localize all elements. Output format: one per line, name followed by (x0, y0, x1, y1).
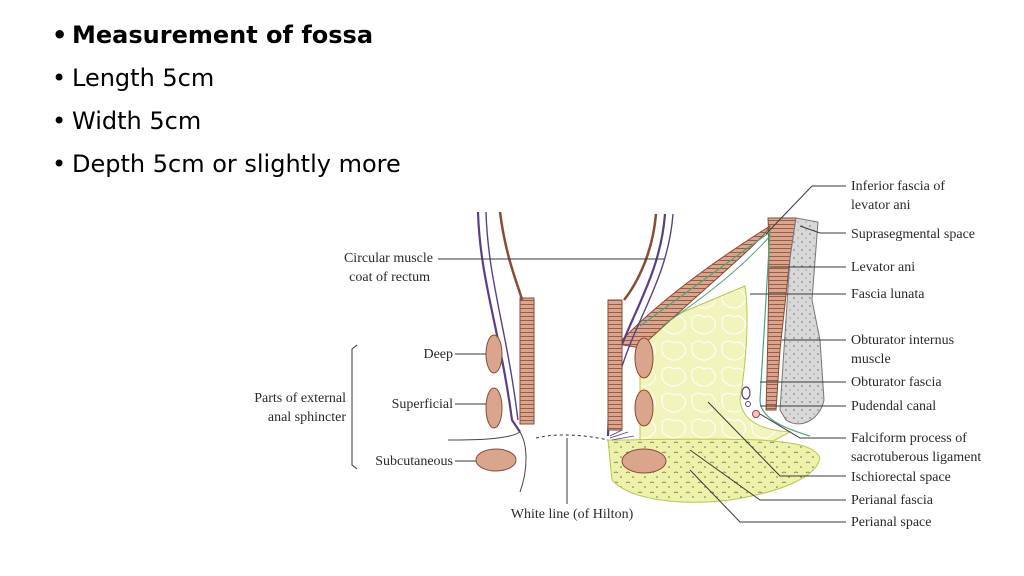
bullet-item: •Length 5cm (52, 64, 215, 92)
ischiorectal-fat (639, 285, 792, 449)
green-fascia-line (639, 230, 811, 437)
bullet-list: •Measurement of fossa •Length 5cm •Width… (52, 14, 401, 186)
label-parts-external: Parts of external (254, 391, 346, 406)
label-superficial: Superficial (392, 397, 454, 412)
leader-lines (351, 185, 846, 523)
anal-verge-fibres (609, 429, 635, 441)
subcutaneous-sphincter (475, 448, 517, 472)
superficial-sphincter-right (634, 389, 654, 427)
deep-sphincter (485, 334, 503, 374)
right-labels: Inferior fascia of levator ani Suprasegm… (851, 179, 981, 530)
bullet-text: Measurement of fossa (72, 21, 374, 49)
label-falciform: Falciform process of (851, 431, 967, 446)
anal-canal-skin-line (535, 434, 609, 441)
label-obturator-internus: Obturator internus (851, 333, 954, 348)
label-ischiorectal: Ischiorectal space (851, 470, 951, 485)
right-rectal-wall (606, 213, 674, 437)
label-deep: Deep (423, 347, 453, 362)
label-perianal-fascia: Perianal fascia (851, 493, 934, 508)
label-circular-muscle-2: coat of rectum (349, 270, 430, 285)
bullet-text: Length 5cm (72, 64, 215, 92)
pudendal-canal-vessels (741, 386, 760, 418)
label-white-line: White line (of Hilton) (511, 507, 634, 522)
bullet-item: •Measurement of fossa (52, 21, 374, 49)
bullet-text: Depth 5cm or slightly more (72, 150, 401, 178)
bullet-item: •Width 5cm (52, 107, 202, 135)
label-inferior-fascia: Inferior fascia of (851, 179, 945, 194)
label-inferior-fascia-2: levator ani (851, 198, 911, 213)
label-levator-ani: Levator ani (851, 260, 915, 275)
label-suprasegmental: Suprasegmental space (851, 227, 975, 242)
label-obturator-fascia: Obturator fascia (851, 375, 942, 390)
left-labels: Circular muscle coat of rectum Deep Supe… (254, 251, 633, 522)
left-rectal-wall (447, 211, 535, 493)
label-pudendal-canal: Pudendal canal (851, 399, 936, 414)
label-subcutaneous: Subcutaneous (375, 454, 453, 469)
subcutaneous-sphincter-right (621, 448, 667, 474)
label-fascia-lunata: Fascia lunata (851, 287, 925, 302)
label-obturator-internus-2: muscle (851, 352, 891, 367)
label-circular-muscle: Circular muscle (344, 251, 433, 266)
fascia-lunata-line (661, 235, 771, 327)
ischium-bone (779, 217, 825, 425)
label-parts-external-2: anal sphincter (268, 410, 346, 425)
deep-sphincter-right (634, 337, 654, 379)
bullet-item: •Depth 5cm or slightly more (52, 150, 401, 178)
label-falciform-2: sacrotuberous ligament (851, 450, 981, 465)
bullet-text: Width 5cm (72, 107, 202, 135)
label-perianal-space: Perianal space (851, 515, 931, 530)
superficial-sphincter (485, 387, 503, 429)
